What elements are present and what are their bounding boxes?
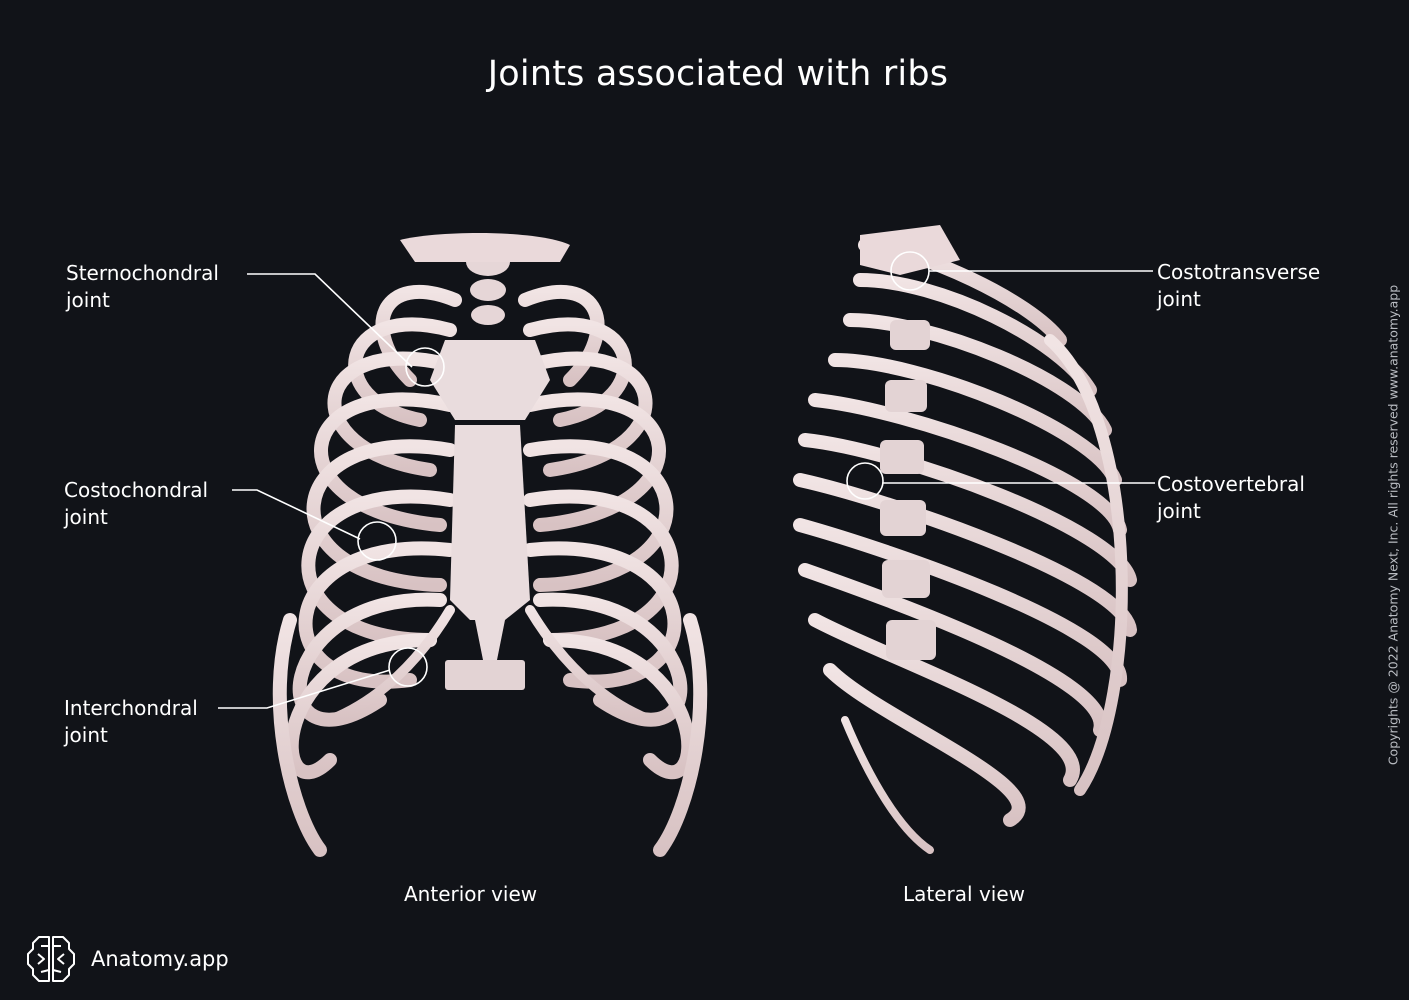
label-costochondral-joint: Costochondral joint bbox=[64, 477, 208, 531]
label-line-2: joint bbox=[1157, 287, 1201, 311]
label-line-2: joint bbox=[66, 288, 110, 312]
sternochondral-marker bbox=[405, 347, 445, 387]
sternum bbox=[430, 340, 550, 690]
brand-name: Anatomy.app bbox=[91, 947, 229, 971]
brain-icon bbox=[27, 936, 75, 982]
brand-logo[interactable]: Anatomy.app bbox=[25, 934, 229, 984]
costochondral-marker bbox=[357, 521, 397, 561]
costotransverse-marker bbox=[890, 251, 930, 291]
label-line-1: Costotransverse bbox=[1157, 260, 1321, 284]
sternochondral-leader bbox=[247, 273, 413, 368]
interchondral-marker bbox=[388, 647, 428, 687]
costovertebral-marker bbox=[846, 462, 884, 500]
copyright-notice: Copyrights @ 2022 Anatomy Next, Inc. All… bbox=[1385, 284, 1401, 766]
label-line-2: joint bbox=[64, 505, 108, 529]
label-costovertebral-joint: Costovertebral joint bbox=[1157, 471, 1305, 525]
interchondral-leader bbox=[218, 669, 391, 709]
label-line-2: joint bbox=[1157, 499, 1201, 523]
label-sternochondral-joint: Sternochondral joint bbox=[66, 260, 219, 314]
label-line-1: Costochondral bbox=[64, 478, 209, 502]
label-costotransverse-joint: Costotransverse joint bbox=[1157, 259, 1320, 313]
costochondral-leader bbox=[232, 489, 361, 540]
label-interchondral-joint: Interchondral joint bbox=[64, 695, 198, 749]
lateral-vertebrae bbox=[860, 225, 960, 660]
page-title: Joints associated with ribs bbox=[487, 54, 949, 94]
label-line-1: Interchondral bbox=[64, 696, 198, 720]
label-line-2: joint bbox=[64, 723, 108, 747]
anterior-view-caption: Anterior view bbox=[404, 882, 538, 906]
lateral-view-caption: Lateral view bbox=[903, 882, 1025, 906]
label-line-1: Costovertebral bbox=[1157, 472, 1305, 496]
lateral-rib-cage bbox=[793, 238, 1137, 854]
anterior-vertebrae bbox=[400, 233, 570, 325]
label-line-1: Sternochondral bbox=[66, 261, 219, 285]
anterior-rib-cage bbox=[272, 285, 708, 857]
